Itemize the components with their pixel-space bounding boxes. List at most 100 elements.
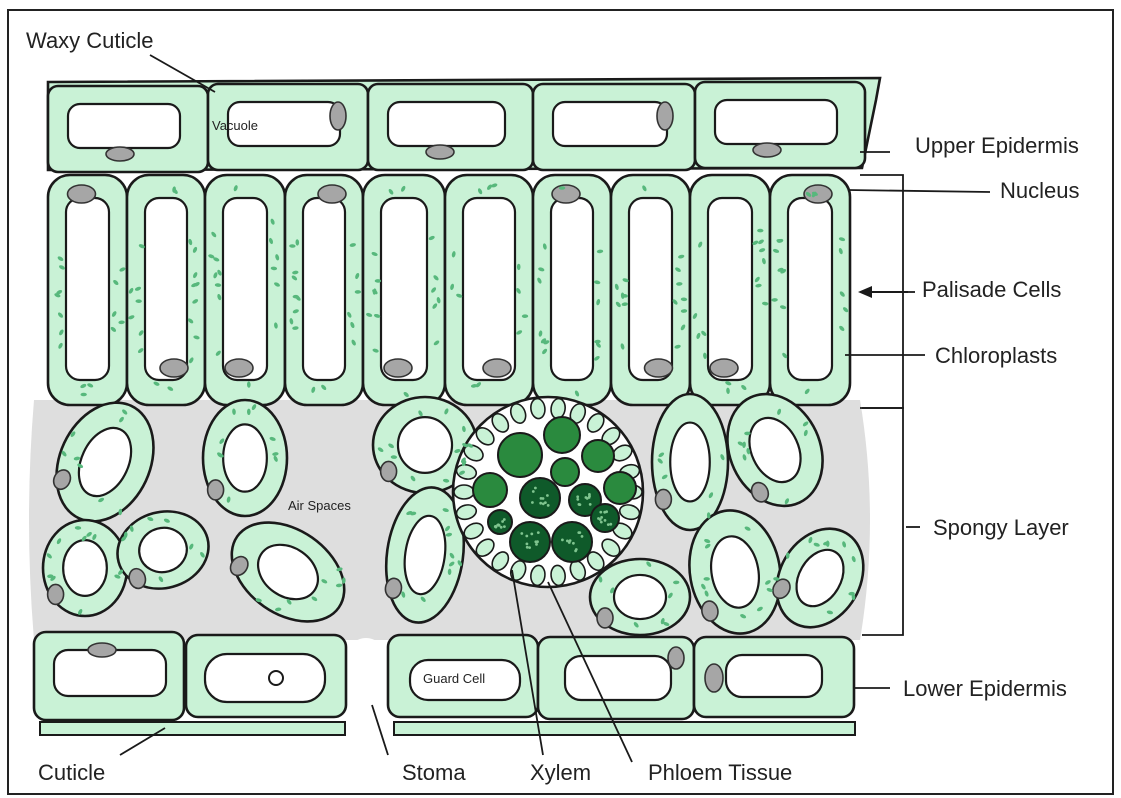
label-stoma: Stoma — [402, 760, 466, 785]
label-lower-epidermis: Lower Epidermis — [903, 676, 1067, 701]
nucleus — [710, 359, 738, 377]
phloem-cell — [604, 472, 636, 504]
xylem-speckle — [520, 532, 523, 535]
label-vacuole: Vacuole — [212, 118, 258, 133]
nucleus — [225, 359, 253, 377]
label-upper-epidermis: Upper Epidermis — [915, 133, 1079, 158]
xylem-speckle — [569, 539, 572, 542]
xylem-speckle — [574, 550, 577, 553]
lower-cuticle — [394, 722, 855, 735]
xylem-speckle — [531, 501, 534, 504]
vacuole — [551, 198, 593, 380]
chloroplast — [247, 409, 251, 415]
xylem-speckle — [578, 503, 581, 506]
label-spongy-layer: Spongy Layer — [933, 515, 1069, 540]
xylem-speckle — [547, 504, 550, 507]
xylem-vessel — [510, 522, 550, 562]
phloem-cell — [551, 458, 579, 486]
nucleus — [106, 147, 134, 161]
xylem-speckle — [539, 502, 542, 505]
xylem-speckle — [609, 523, 612, 526]
xylem-speckle — [503, 518, 506, 521]
xylem-speckle — [566, 540, 569, 543]
xylem-speckle — [526, 543, 529, 546]
lower-cuticle — [40, 722, 345, 735]
xylem-speckle — [535, 543, 538, 546]
nucleus — [597, 608, 613, 628]
nucleus — [88, 643, 116, 657]
label-nucleus: Nucleus — [1000, 178, 1079, 203]
phloem-cell — [473, 473, 507, 507]
phloem-cell — [544, 417, 580, 453]
vacuole — [223, 424, 267, 491]
vacuole — [303, 198, 345, 380]
vacuole — [670, 423, 710, 502]
vacuole — [398, 417, 452, 473]
small-vacuole — [269, 671, 283, 685]
xylem-speckle — [578, 531, 581, 534]
xylem-speckle — [581, 535, 584, 538]
xylem-speckle — [526, 546, 529, 549]
vacuole — [565, 656, 671, 700]
xylem-speckle — [525, 535, 528, 538]
xylem-vessel — [591, 504, 619, 532]
vacuole — [715, 100, 837, 144]
vacuole — [54, 650, 166, 696]
vacuole — [205, 654, 325, 702]
vacuole — [788, 198, 832, 380]
xylem-speckle — [597, 517, 600, 520]
label-waxy-cuticle: Waxy Cuticle — [26, 28, 154, 53]
label-xylem: Xylem — [530, 760, 591, 785]
vacuole — [223, 198, 267, 380]
vacuole — [553, 102, 667, 146]
xylem-speckle — [561, 539, 564, 542]
phloem-cell — [498, 433, 542, 477]
spongy-cell — [43, 520, 127, 616]
nucleus — [668, 647, 684, 669]
xylem-speckle — [534, 487, 537, 490]
xylem-speckle — [576, 498, 579, 501]
nucleus — [552, 185, 580, 203]
xylem-speckle — [589, 503, 592, 506]
xylem-speckle — [536, 540, 539, 543]
xylem-speckle — [546, 494, 549, 497]
nucleus — [426, 145, 454, 159]
xylem-speckle — [572, 542, 575, 545]
label-palisade-cells: Palisade Cells — [922, 277, 1061, 302]
xylem-speckle — [576, 495, 579, 498]
vacuole — [614, 575, 666, 619]
nucleus — [384, 359, 412, 377]
xylem-speckle — [585, 496, 588, 499]
xylem-speckle — [588, 495, 591, 498]
nucleus — [160, 359, 188, 377]
spongy-cell — [590, 559, 690, 635]
nucleus — [483, 359, 511, 377]
xylem-vessel — [552, 522, 592, 562]
vacuole — [629, 198, 672, 380]
xylem-speckle — [605, 510, 608, 513]
xylem-speckle — [600, 521, 603, 524]
phloem-cell — [582, 440, 614, 472]
vacuole — [68, 104, 180, 148]
label-cuticle: Cuticle — [38, 760, 105, 785]
vacuole — [708, 198, 752, 380]
xylem-speckle — [599, 511, 602, 514]
nucleus — [208, 480, 224, 500]
nucleus — [753, 143, 781, 157]
nucleus — [645, 359, 673, 377]
xylem-speckle — [528, 546, 531, 549]
vacuole — [381, 198, 427, 380]
xylem-speckle — [503, 525, 506, 528]
xylem-speckle — [495, 526, 498, 529]
xylem-speckle — [537, 531, 540, 534]
nucleus — [657, 102, 673, 130]
xylem-speckle — [530, 533, 533, 536]
xylem-speckle — [498, 524, 501, 527]
xylem-speckle — [542, 497, 545, 500]
xylem-speckle — [607, 523, 610, 526]
vacuole — [463, 198, 515, 380]
nucleus — [705, 664, 723, 692]
xylem-speckle — [604, 519, 607, 522]
xylem-speckle — [532, 490, 535, 493]
